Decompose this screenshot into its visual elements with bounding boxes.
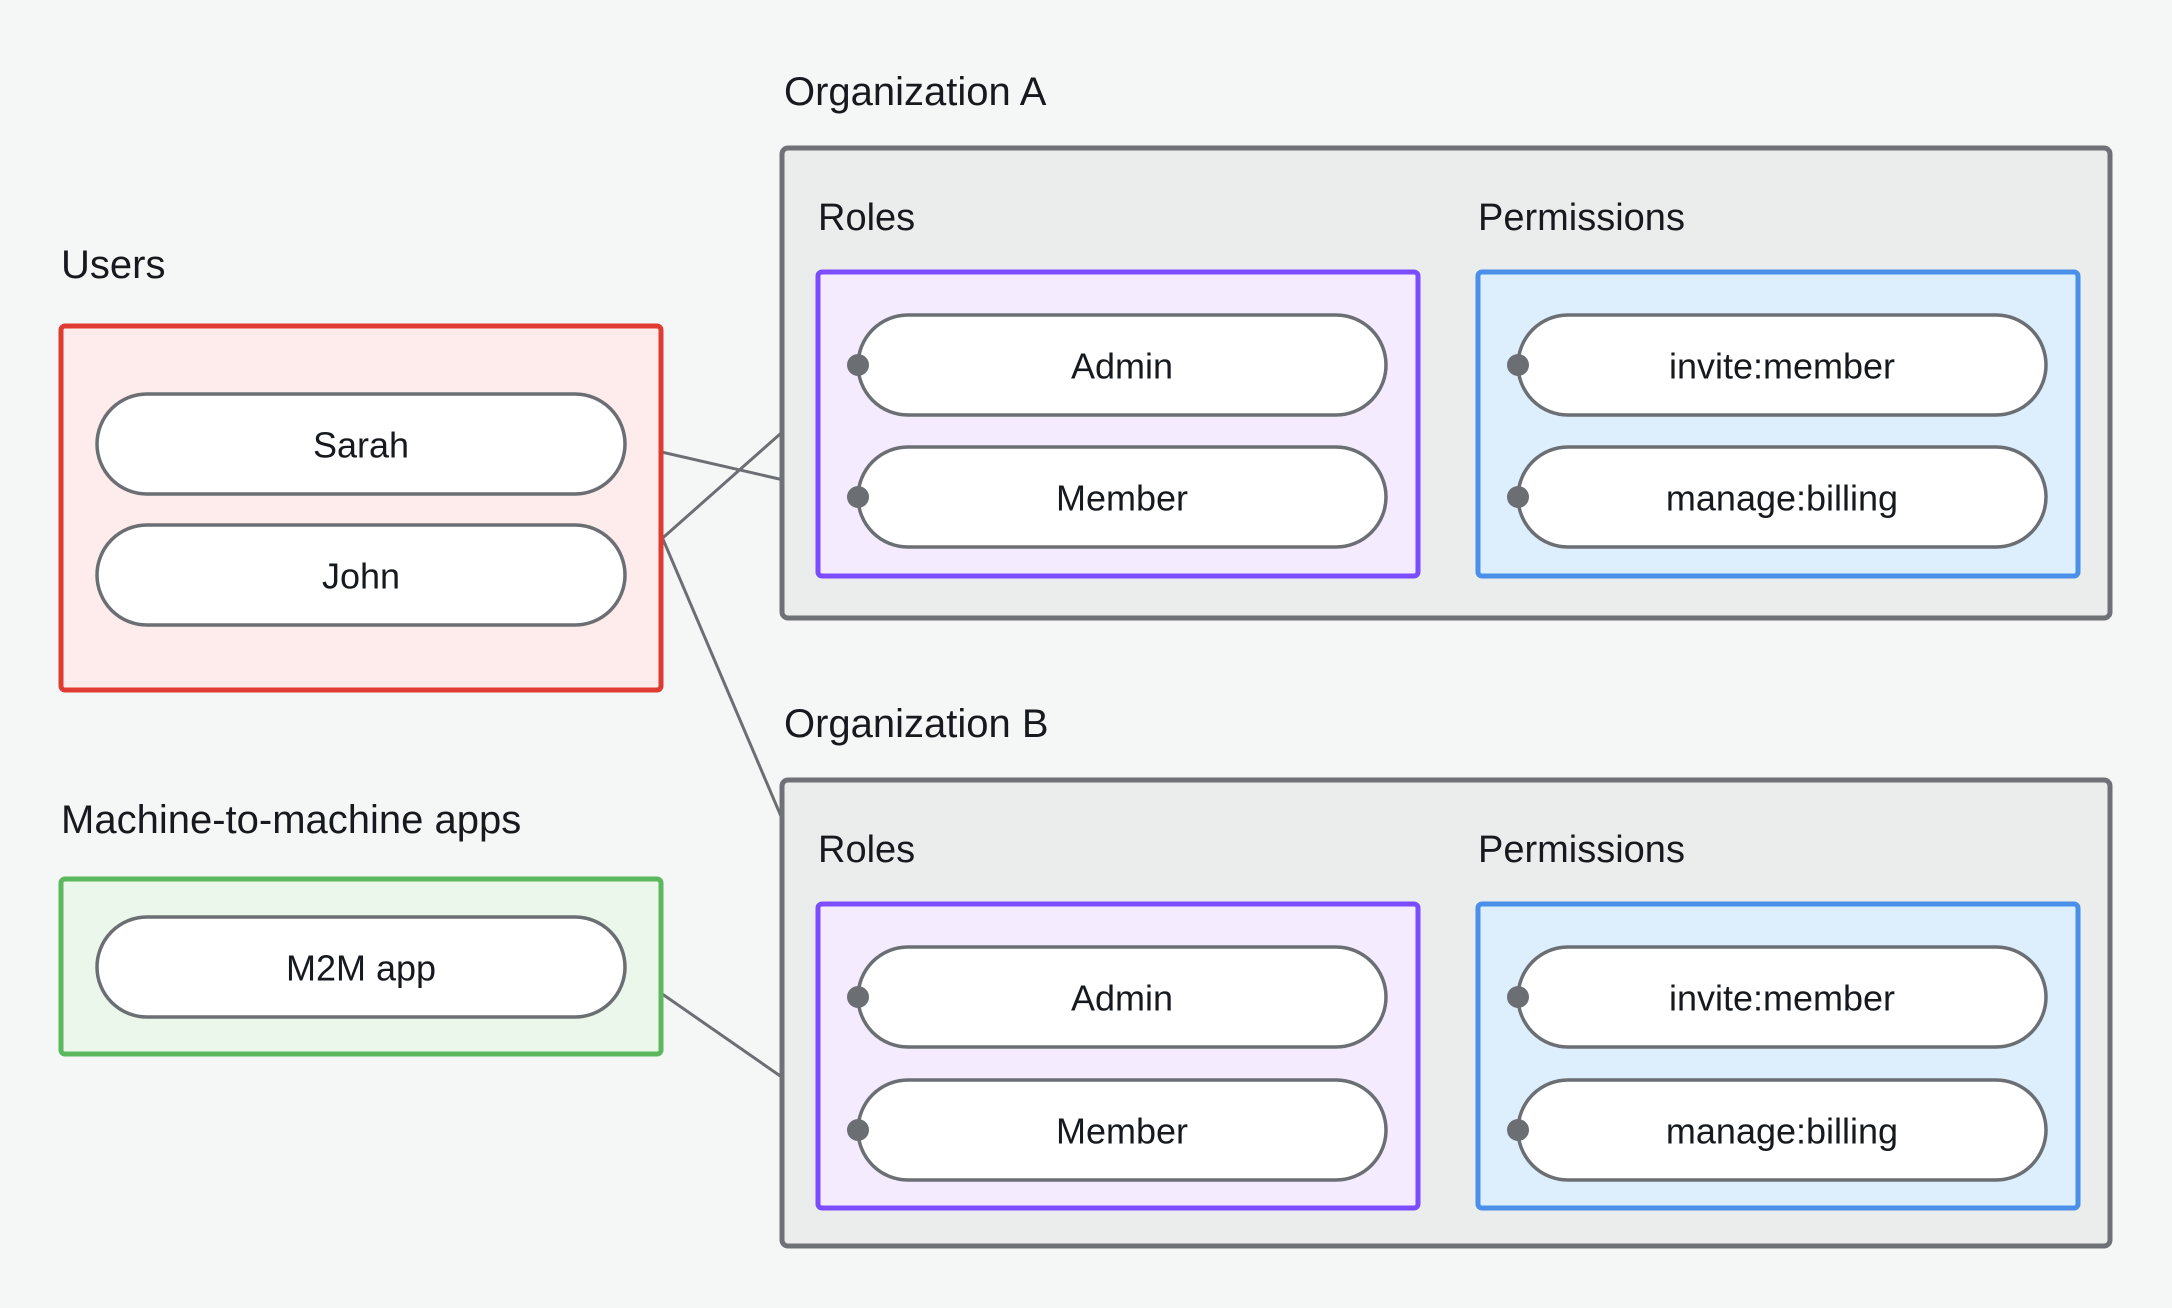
node-orgb-role-member[interactable]: Member xyxy=(856,1078,1388,1182)
node-user-john-label: John xyxy=(322,556,400,597)
org-b-roles-title: Roles xyxy=(818,829,915,871)
endpoint-dot-orgb-admin-in xyxy=(847,986,869,1008)
node-orga-role-member[interactable]: Member xyxy=(856,445,1388,549)
node-orga-role-admin[interactable]: Admin xyxy=(856,313,1388,417)
node-orgb-role-admin-label: Admin xyxy=(1071,978,1173,1019)
node-user-sarah[interactable]: Sarah xyxy=(95,392,627,496)
node-orga-perm-billing-label: manage:billing xyxy=(1666,478,1898,519)
org-a-permissions-title: Permissions xyxy=(1478,197,1685,239)
node-user-john[interactable]: John xyxy=(95,523,627,627)
users-group-title: Users xyxy=(61,243,165,287)
node-orga-role-admin-label: Admin xyxy=(1071,346,1173,387)
node-orgb-perm-billing[interactable]: manage:billing xyxy=(1516,1078,2048,1182)
node-orga-perm-invite[interactable]: invite:member xyxy=(1516,313,2048,417)
endpoint-dot-orgb-invite-in xyxy=(1507,986,1529,1008)
endpoint-dot-orga-admin-in xyxy=(847,354,869,376)
org-a-title: Organization A xyxy=(784,70,1047,114)
node-user-sarah-shape xyxy=(95,392,627,496)
node-orgb-role-admin[interactable]: Admin xyxy=(856,945,1388,1049)
node-orga-role-member-label: Member xyxy=(1056,478,1188,519)
endpoint-dot-orga-billing-in xyxy=(1507,486,1529,508)
node-orgb-perm-billing-label: manage:billing xyxy=(1666,1111,1898,1152)
users-group-box xyxy=(58,323,664,693)
org-b-title: Organization B xyxy=(784,702,1049,746)
edge-endpoint-dot-layer xyxy=(847,354,1529,1141)
node-orgb-perm-invite-label: invite:member xyxy=(1669,978,1895,1019)
endpoint-dot-orgb-member-in xyxy=(847,1119,869,1141)
node-m2m-app[interactable]: M2M app xyxy=(95,915,627,1019)
endpoint-dot-orgb-billing-in xyxy=(1507,1119,1529,1141)
node-orgb-role-member-label: Member xyxy=(1056,1111,1188,1152)
endpoint-dot-orga-invite-in xyxy=(1507,354,1529,376)
org-a-roles-title: Roles xyxy=(818,197,915,239)
node-user-john-shape xyxy=(95,523,627,627)
node-orga-perm-billing[interactable]: manage:billing xyxy=(1516,445,2048,549)
node-m2m-app-label: M2M app xyxy=(286,948,436,989)
m2m-group-title: Machine-to-machine apps xyxy=(61,798,521,842)
node-m2m-app-shape xyxy=(95,915,627,1019)
endpoint-dot-orga-member-in xyxy=(847,486,869,508)
org-b-permissions-title: Permissions xyxy=(1478,829,1685,871)
node-user-sarah-label: Sarah xyxy=(313,425,409,466)
node-orga-perm-invite-label: invite:member xyxy=(1669,346,1895,387)
node-orgb-perm-invite[interactable]: invite:member xyxy=(1516,945,2048,1049)
